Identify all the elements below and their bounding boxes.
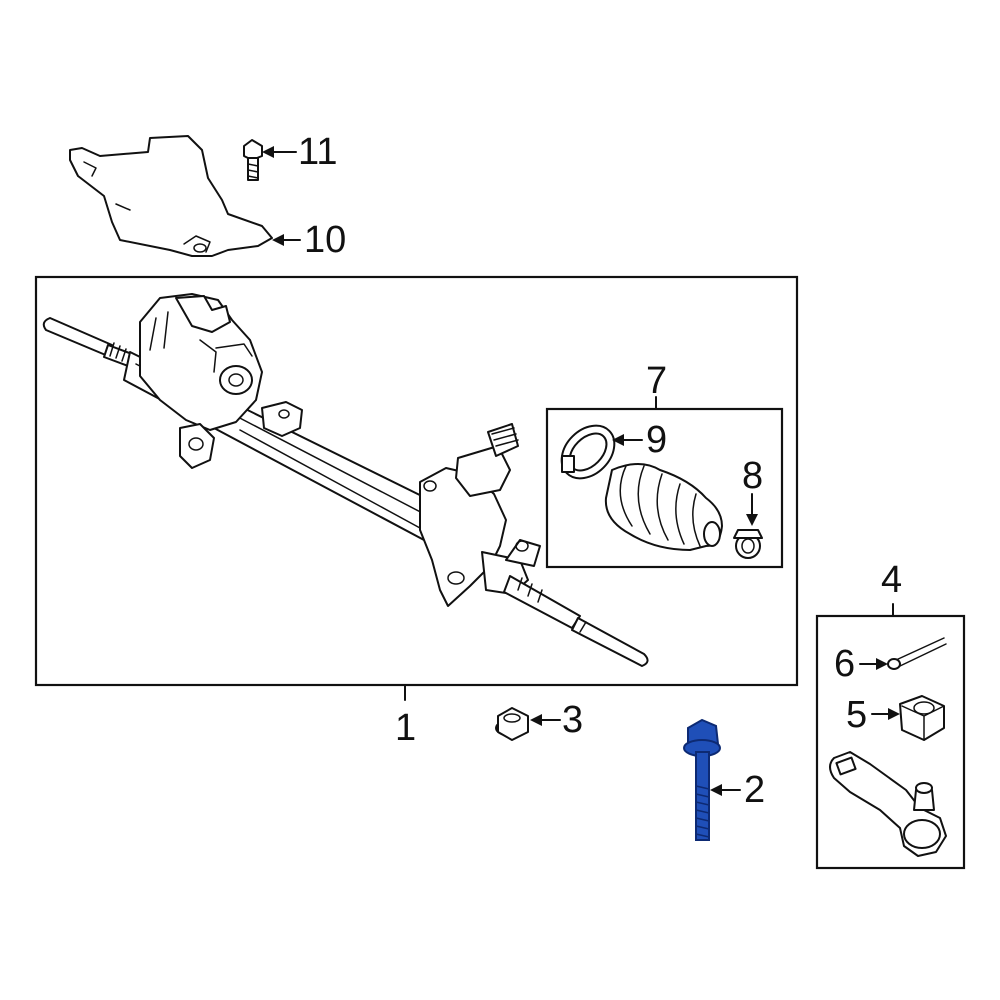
- callout-11: 11: [298, 131, 337, 173]
- part-7-boot-kit-box: [545, 407, 784, 569]
- callout-5: 5: [846, 694, 867, 736]
- callout-10: 10: [304, 219, 346, 261]
- part-11-bolt[interactable]: [243, 139, 263, 181]
- part-3-flange-nut[interactable]: [495, 707, 529, 741]
- part-9-clamp[interactable]: [551, 415, 625, 489]
- part-8-small-clamp[interactable]: [733, 529, 763, 559]
- part-4-tie-rod-end[interactable]: [829, 751, 947, 857]
- part-1-assembly-box: [34, 275, 799, 687]
- callout-7: 7: [646, 360, 667, 402]
- callout-2: 2: [744, 769, 765, 811]
- callout-3: 3: [562, 699, 583, 741]
- part-2-bolt-highlighted[interactable]: [683, 718, 721, 841]
- leader-lines: [262, 146, 900, 796]
- part-1-steering-gear[interactable]: [42, 293, 649, 667]
- callout-4: 4: [881, 559, 902, 601]
- callout-1: 1: [395, 707, 416, 749]
- callout-6: 6: [834, 643, 855, 685]
- part-6-cotter-pin[interactable]: [887, 637, 947, 670]
- callout-9: 9: [646, 419, 667, 461]
- part-10-heat-shield[interactable]: [69, 135, 273, 257]
- part-5-nut[interactable]: [899, 695, 945, 741]
- part-7-bellows-boot[interactable]: [604, 463, 723, 551]
- part-4-tie-rod-end-box: [815, 614, 966, 870]
- callout-8: 8: [742, 455, 763, 497]
